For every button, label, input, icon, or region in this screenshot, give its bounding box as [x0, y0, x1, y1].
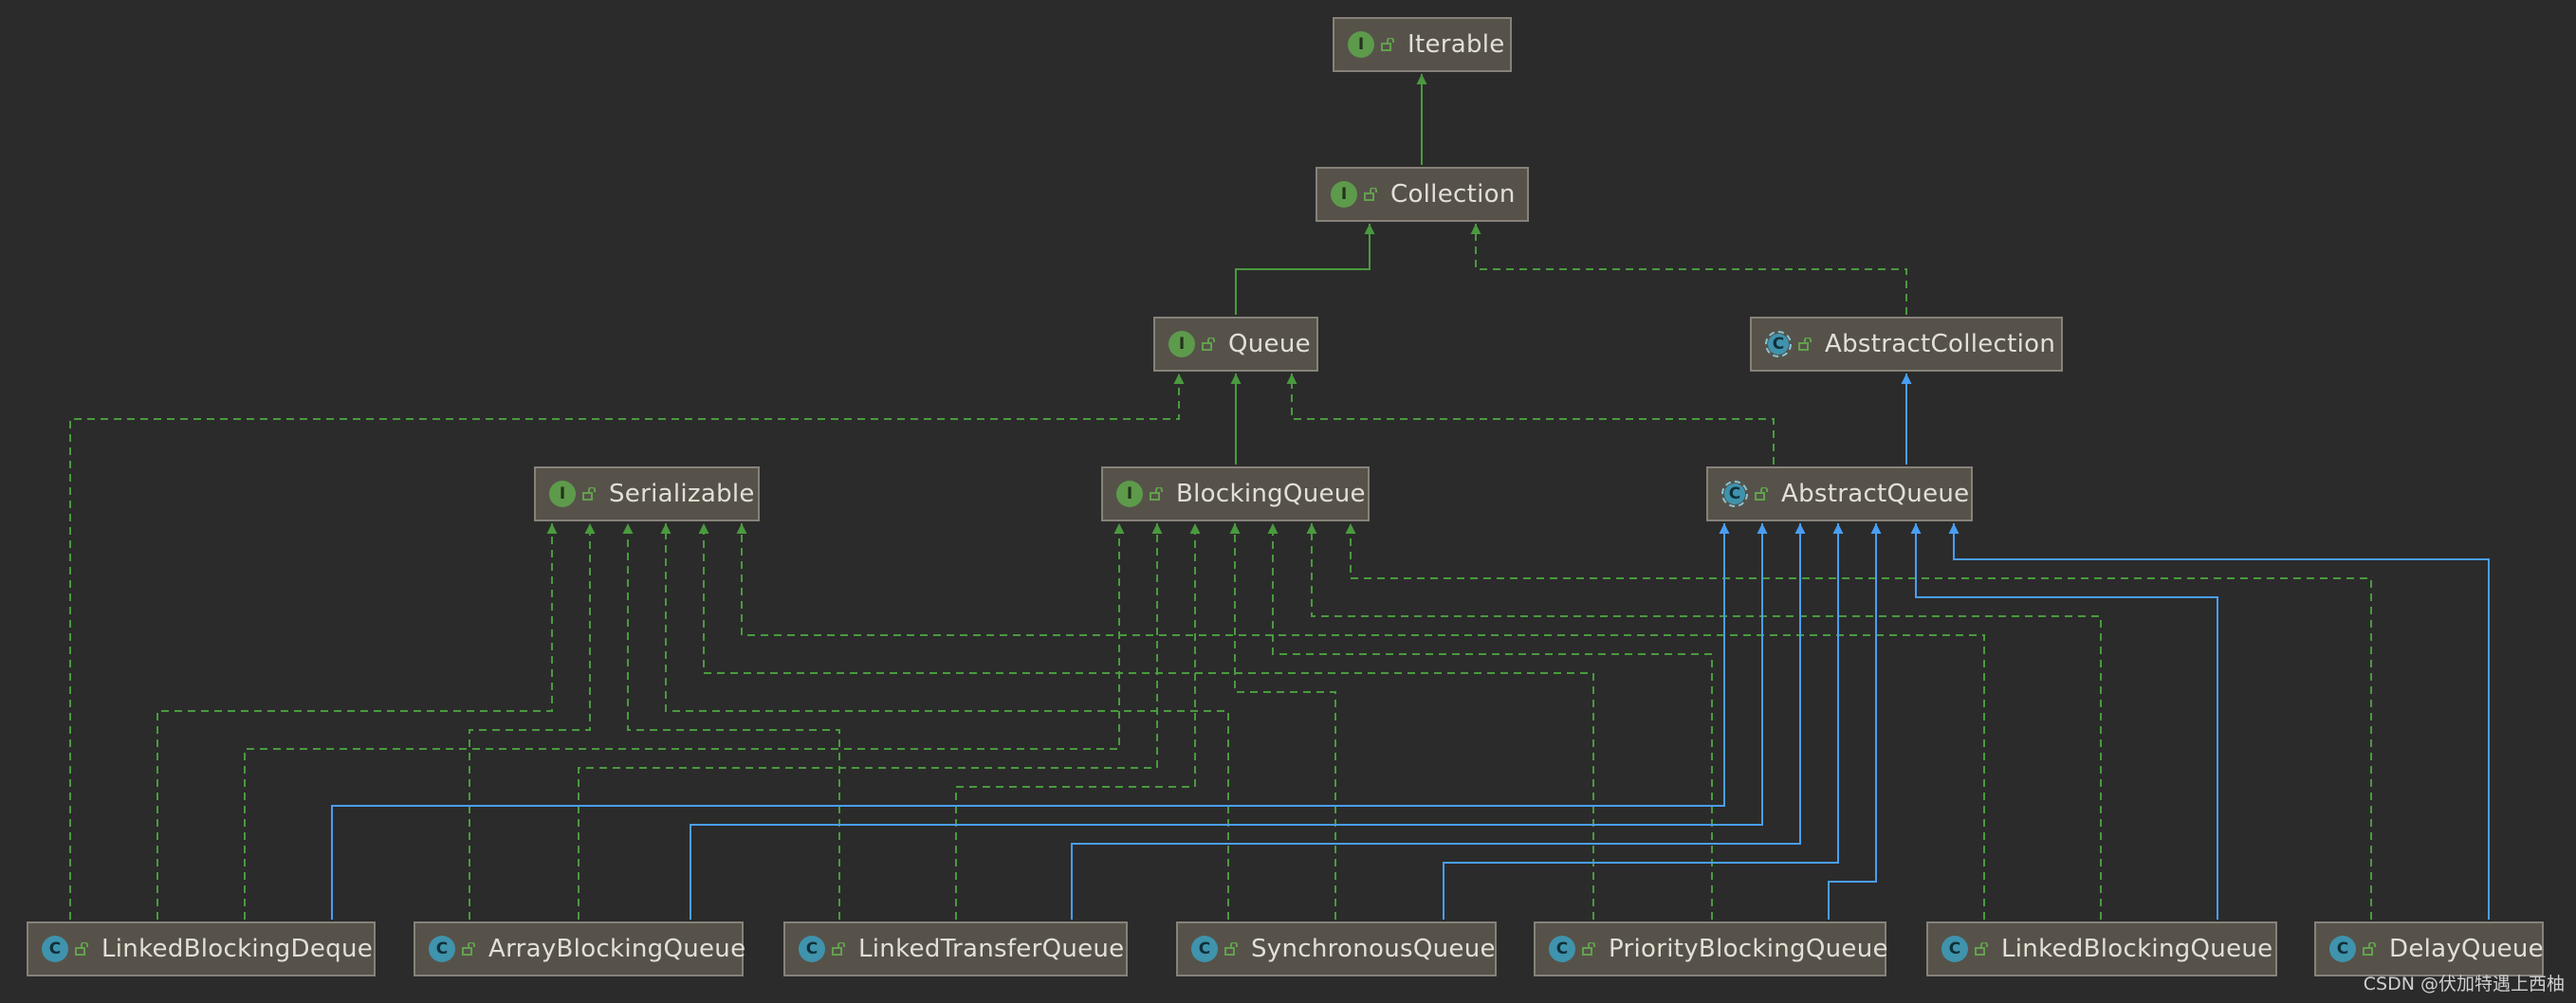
unlock-icon: [1381, 38, 1394, 51]
edge-priorityblockingqueue-blockingqueue: [1267, 523, 1713, 920]
edge-synchronousqueue-serializable: [660, 523, 1229, 920]
class-badge-icon: C: [799, 936, 825, 962]
interface-badge-icon: I: [1348, 31, 1374, 58]
unlock-icon: [1975, 942, 1988, 956]
edge-delayqueue-blockingqueue: [1345, 523, 2372, 920]
edge-abstractqueue-queue: [1286, 374, 1775, 465]
interface-badge-icon: I: [1168, 331, 1195, 357]
edge-linkedblockingqueue-abstractqueue: [1910, 523, 2218, 920]
node-label: LinkedBlockingDeque: [101, 935, 374, 963]
edge-queue-collection: [1235, 224, 1375, 315]
unlock-icon: [1582, 942, 1595, 956]
node-label: SynchronousQueue: [1251, 935, 1496, 963]
edge-abstractcollection-collection: [1470, 224, 1907, 315]
unlock-icon: [462, 942, 475, 956]
watermark: CSDN @伏加特遇上西柚: [2363, 974, 2565, 994]
node-synchronous-queue[interactable]: C SynchronousQueue: [1176, 921, 1497, 976]
unlock-icon: [1202, 337, 1215, 351]
node-label: ArrayBlockingQueue: [488, 935, 746, 963]
node-label: PriorityBlockingQueue: [1609, 935, 1888, 963]
node-queue[interactable]: I Queue: [1153, 317, 1318, 372]
class-badge-icon: C: [1549, 936, 1575, 962]
edge-priorityblockingqueue-serializable: [698, 523, 1594, 920]
edge-linkedblockingdeque-abstractqueue: [331, 523, 1730, 920]
unlock-icon: [832, 942, 845, 956]
node-label: Collection: [1390, 180, 1516, 209]
node-label: LinkedBlockingQueue: [2001, 935, 2273, 963]
abstract-class-badge-icon: C: [1721, 481, 1748, 507]
edge-linkedblockingdeque-serializable: [156, 523, 558, 920]
unlock-icon: [1798, 337, 1812, 351]
unlock-icon: [75, 942, 88, 956]
unlock-icon: [2363, 942, 2376, 956]
edge-linkedblockingdeque-blockingqueue: [244, 523, 1125, 920]
edge-synchronousqueue-abstractqueue: [1443, 523, 1844, 920]
node-label: BlockingQueue: [1176, 480, 1366, 508]
class-badge-icon: C: [1191, 936, 1218, 962]
node-abstract-queue[interactable]: C AbstractQueue: [1706, 466, 1973, 521]
class-badge-icon: C: [1941, 936, 1968, 962]
unlock-icon: [582, 487, 596, 501]
node-label: Iterable: [1408, 30, 1505, 59]
node-iterable[interactable]: I Iterable: [1333, 17, 1512, 72]
node-delay-queue[interactable]: C DelayQueue: [2314, 921, 2544, 976]
node-linked-blocking-queue[interactable]: C LinkedBlockingQueue: [1926, 921, 2277, 976]
interface-badge-icon: I: [549, 481, 576, 507]
abstract-class-badge-icon: C: [1765, 331, 1792, 357]
edge-synchronousqueue-blockingqueue: [1229, 523, 1336, 920]
node-collection[interactable]: I Collection: [1316, 167, 1529, 222]
edge-arrayblockingqueue-serializable: [469, 523, 596, 920]
node-label: Queue: [1228, 330, 1311, 358]
edge-arrayblockingqueue-blockingqueue: [578, 523, 1163, 920]
node-array-blocking-queue[interactable]: C ArrayBlockingQueue: [414, 921, 746, 976]
edge-priorityblockingqueue-abstractqueue: [1828, 523, 1882, 920]
edge-delayqueue-abstractqueue: [1948, 523, 2490, 920]
unlock-icon: [1224, 942, 1238, 956]
edge-linkedtransferqueue-serializable: [622, 523, 840, 920]
node-priority-blocking-queue[interactable]: C PriorityBlockingQueue: [1534, 921, 1888, 976]
node-linked-transfer-queue[interactable]: C LinkedTransferQueue: [783, 921, 1128, 976]
interface-badge-icon: I: [1331, 181, 1357, 208]
class-badge-icon: C: [2329, 936, 2356, 962]
edge-arrayblockingqueue-abstractqueue: [690, 523, 1768, 920]
node-label: DelayQueue: [2389, 935, 2544, 963]
class-badge-icon: C: [429, 936, 455, 962]
edge-linkedtransferqueue-abstractqueue: [1071, 523, 1806, 920]
node-serializable[interactable]: I Serializable: [534, 466, 760, 521]
unlock-icon: [1755, 487, 1768, 501]
node-label: AbstractCollection: [1825, 330, 2056, 358]
node-blocking-queue[interactable]: I BlockingQueue: [1101, 466, 1370, 521]
edge-linkedblockingqueue-blockingqueue: [1306, 523, 2102, 920]
node-label: AbstractQueue: [1781, 480, 1970, 508]
unlock-icon: [1364, 188, 1377, 201]
interface-badge-icon: I: [1116, 481, 1143, 507]
node-label: Serializable: [609, 480, 755, 508]
edge-linkedblockingqueue-serializable: [736, 523, 1985, 920]
class-badge-icon: C: [42, 936, 68, 962]
unlock-icon: [1150, 487, 1163, 501]
edge-linkedblockingdeque-queue: [69, 374, 1185, 920]
edge-linkedtransferqueue-blockingqueue: [955, 523, 1201, 920]
node-linked-blocking-deque[interactable]: C LinkedBlockingDeque: [27, 921, 376, 976]
node-label: LinkedTransferQueue: [858, 935, 1125, 963]
node-abstract-collection[interactable]: C AbstractCollection: [1750, 317, 2063, 372]
